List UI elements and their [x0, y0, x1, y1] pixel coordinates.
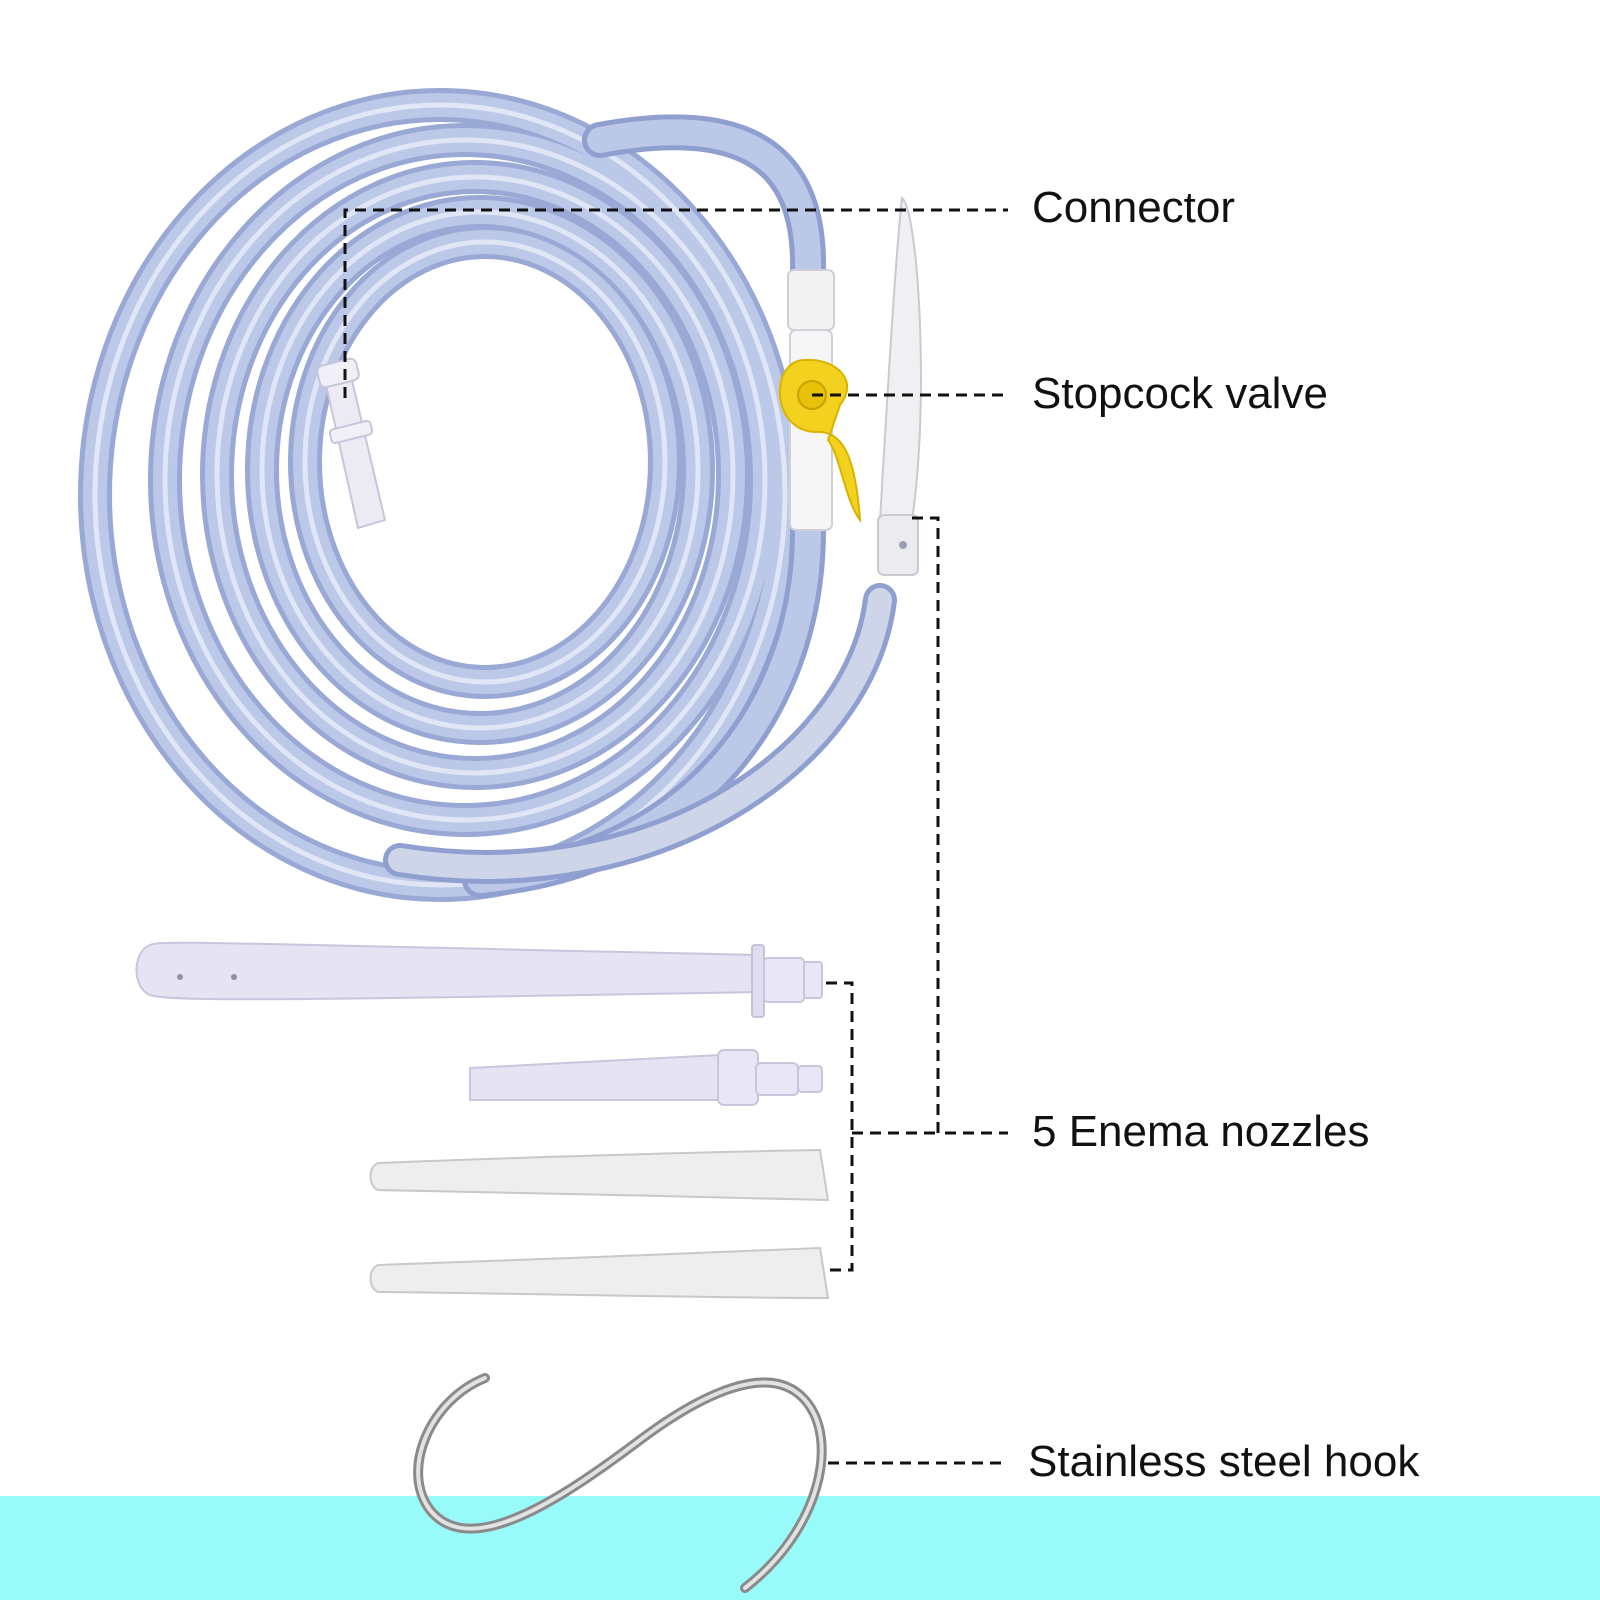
clear-tip-nozzle: [877, 196, 922, 576]
clear-nozzle-1: [369, 1148, 830, 1202]
stopcock-valve-label: Stopcock valve: [1032, 369, 1328, 418]
stainless-steel-hook-label: Stainless steel hook: [1028, 1437, 1420, 1486]
clear-nozzle-2: [369, 1246, 830, 1300]
base-band: [0, 1496, 1600, 1600]
coiled-tube: [78, 88, 897, 902]
long-nozzle: [135, 941, 823, 1018]
leader-lines: [343, 208, 1008, 1465]
leader-nozzles-bracket: [826, 981, 854, 1272]
stopcock-valve: [778, 269, 862, 531]
connector-label: Connector: [1032, 183, 1236, 232]
inner-fitting: [316, 357, 387, 530]
leader-nozzles-main: [912, 516, 1008, 1135]
leader-connector: [343, 208, 1008, 398]
s-hook: [413, 1373, 827, 1593]
short-nozzle: [469, 1049, 823, 1106]
enema-nozzles-label: 5 Enema nozzles: [1032, 1107, 1370, 1156]
